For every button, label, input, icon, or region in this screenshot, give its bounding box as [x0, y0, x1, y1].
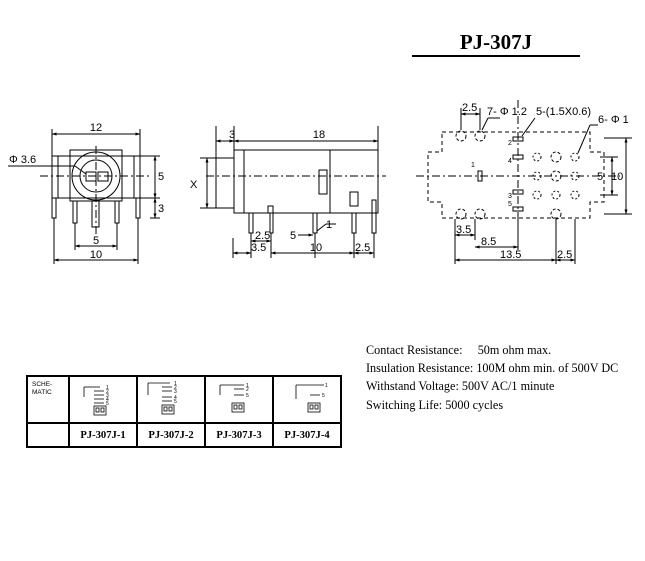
side-length-label: 18 [313, 129, 325, 141]
pcb-135-label: 13.5 [500, 249, 521, 261]
pcb-pin-4: 4 [508, 158, 512, 165]
svg-text:5: 5 [106, 401, 109, 407]
pcb-pin-3: 3 [508, 193, 512, 200]
spec-list: Contact Resistance: 50m ohm max. Insulat… [366, 341, 618, 414]
side-25b-label: 2.5 [355, 242, 370, 254]
svg-text:5: 5 [174, 399, 177, 405]
pcb-pin-1: 1 [471, 162, 475, 169]
pcb-25-label: 2.5 [462, 102, 477, 114]
svg-text:5: 5 [322, 393, 325, 399]
front-height-label: 5 [158, 171, 164, 183]
side-lead-label: 3 [229, 129, 235, 141]
front-hole-label: Φ 3.6 [9, 154, 36, 166]
svg-text:2: 2 [174, 385, 177, 391]
svg-text:3: 3 [106, 393, 109, 399]
svg-text:3: 3 [174, 389, 177, 395]
schematic-diagram-4: 15 [295, 383, 328, 413]
side-35-label: 3.5 [251, 242, 266, 254]
pcb-slots-label: 5-(1.5X0.6) [536, 106, 591, 118]
schematic-diagram-2: 12 34 5 [147, 381, 177, 415]
pcb-phi1-label: 6- Φ 1 [598, 114, 629, 126]
side-25a-label: 2.5 [255, 230, 270, 242]
spec-switching-life: Switching Life: 5000 cycles [366, 397, 504, 412]
side-x-label: X [190, 179, 198, 191]
pcb-10-label: 10 [611, 171, 623, 183]
svg-text:1: 1 [174, 381, 177, 387]
pcb-layout [416, 100, 632, 264]
side-view [200, 126, 386, 258]
model-name-3: PJ-307J-3 [204, 422, 274, 448]
pcb-phi12-label: 7- Φ 1.2 [487, 106, 527, 118]
svg-text:1: 1 [246, 383, 249, 389]
model-name-2: PJ-307J-2 [136, 422, 206, 448]
spec-contact-resistance: Contact Resistance: 50m ohm max. [366, 343, 552, 357]
svg-text:1: 1 [325, 383, 328, 389]
front-pin-inner-label: 5 [93, 235, 99, 247]
schematic-diagram-3: 12 5 [219, 383, 249, 413]
front-pin-height-label: 3 [158, 203, 164, 215]
front-width-label: 12 [90, 122, 102, 134]
svg-text:4: 4 [106, 397, 109, 403]
pcb-pin-2: 2 [508, 140, 512, 147]
side-1-label: 1 [326, 219, 332, 231]
front-pin-outer-label: 10 [90, 249, 102, 261]
svg-text:4: 4 [174, 395, 177, 401]
pcb-35-label: 3.5 [456, 224, 471, 236]
side-5-label: 5 [290, 230, 296, 242]
pcb-25b-label: 2.5 [557, 249, 572, 261]
side-10-label: 10 [310, 242, 322, 254]
schematic-blank-cell [26, 422, 70, 448]
pcb-85-label: 8.5 [481, 236, 496, 248]
pcb-5-label: 5 [597, 171, 603, 183]
spec-withstand-voltage: Withstand Voltage: 500V AC/1 minute [366, 379, 555, 394]
drawing-title: PJ-307J [412, 30, 580, 57]
svg-text:5: 5 [246, 393, 249, 399]
svg-text:2: 2 [106, 389, 109, 395]
front-view [8, 129, 160, 264]
schematic-header: SCHE- MATIC [26, 375, 70, 424]
model-name-1: PJ-307J-1 [68, 422, 138, 448]
spec-insulation-resistance: Insulation Resistance: 100M ohm min. of … [366, 361, 619, 376]
model-name-4: PJ-307J-4 [272, 422, 342, 448]
pcb-pin-5: 5 [508, 201, 512, 208]
svg-text:2: 2 [246, 387, 249, 393]
svg-text:1: 1 [106, 385, 109, 391]
schematic-diagram-1: 12 34 5 [83, 385, 109, 416]
